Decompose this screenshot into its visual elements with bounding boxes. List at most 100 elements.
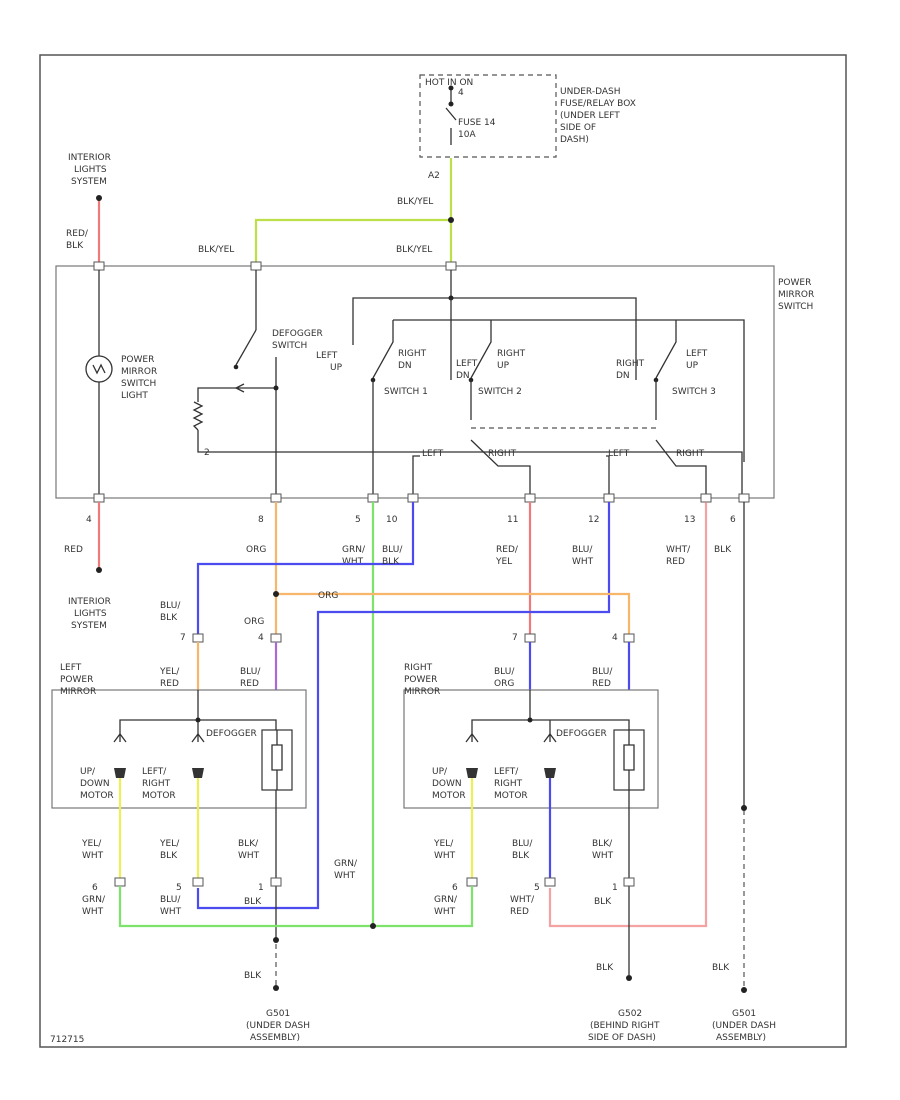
connector-bottom-12 [603, 493, 615, 503]
right-motor-lr-body [544, 768, 556, 778]
svg-text:BLU/: BLU/ [160, 601, 181, 611]
defogger-switch-node [233, 364, 239, 370]
svg-text:(UNDER DASH: (UNDER DASH [712, 1021, 776, 1031]
svg-text:RIGHT: RIGHT [398, 349, 427, 359]
right-defogger-grid [623, 730, 635, 790]
label-blu-wht-b: BLU/ WHT [160, 895, 182, 917]
label-blk-b2: BLK [594, 897, 612, 907]
svg-text:BLU/: BLU/ [592, 667, 613, 677]
label-blk-wht-right: BLK/ WHT [592, 839, 614, 861]
label-blk-g2: BLK [596, 963, 614, 973]
pin-7-left: 7 [180, 633, 186, 643]
svg-text:GRN/: GRN/ [334, 859, 358, 869]
svg-text:YEL/: YEL/ [159, 839, 180, 849]
left-motor-ud [113, 732, 127, 743]
connector-bottom-5 [367, 493, 379, 503]
left-lr-motor-label: LEFT/ RIGHT MOTOR [142, 767, 176, 801]
figure-id: 712715 [50, 1035, 84, 1045]
svg-text:UP/: UP/ [432, 767, 448, 777]
svg-text:DASH): DASH) [560, 135, 589, 145]
label-blu-red-right: BLU/ RED [592, 667, 613, 689]
pin-4-right: 4 [612, 633, 618, 643]
wire-label-red: RED [64, 545, 83, 555]
svg-text:DOWN: DOWN [432, 779, 462, 789]
right-motor-ud [465, 732, 479, 743]
svg-text:WHT: WHT [434, 907, 456, 917]
selector-left-b-out [606, 455, 610, 498]
svg-text:G501: G501 [266, 1009, 290, 1019]
wire-label-blu-blk: BLU/ BLK [382, 545, 403, 567]
connector-bottom-10 [407, 493, 419, 503]
defogger-switch-contact [235, 329, 257, 366]
svg-text:WHT: WHT [572, 557, 594, 567]
wire-label-blk: BLK [714, 545, 732, 555]
svg-text:RED/: RED/ [66, 229, 89, 239]
label-blk-g1: BLK [244, 971, 262, 981]
fuse-symbol [445, 107, 457, 121]
label-left-dn: LEFT DN [456, 359, 478, 381]
svg-text:POWER: POWER [404, 675, 437, 685]
connector-left-6 [114, 877, 126, 887]
svg-text:MOTOR: MOTOR [80, 791, 114, 801]
org-splice [273, 591, 279, 597]
defogger-indicator-arrow [234, 383, 276, 393]
svg-text:SWITCH: SWITCH [778, 302, 813, 312]
svg-text:RED: RED [160, 679, 179, 689]
svg-text:WHT: WHT [82, 851, 104, 861]
connector-right-6 [466, 877, 478, 887]
interior-bottom-node [96, 567, 102, 573]
switch-light-label: POWER MIRROR SWITCH LIGHT [121, 355, 157, 401]
pin-7-right: 7 [512, 633, 518, 643]
svg-text:WHT: WHT [160, 907, 182, 917]
defogger-output-node [273, 385, 279, 391]
wire-label-blu-wht: BLU/ WHT [572, 545, 594, 567]
svg-text:ORG: ORG [494, 679, 514, 689]
svg-text:RIGHT: RIGHT [616, 359, 645, 369]
svg-text:WHT: WHT [334, 871, 356, 881]
interior-top-node [96, 195, 102, 201]
defogger-indicator-circuit [197, 387, 743, 498]
wire-label-red-blk: RED/ BLK [66, 229, 89, 251]
fuse-node-mid [448, 101, 454, 107]
selector-right-a-out [470, 439, 531, 498]
connector-right-7 [524, 633, 536, 643]
svg-text:UP/: UP/ [80, 767, 96, 777]
svg-text:LEFT: LEFT [60, 663, 82, 673]
fuse-node-top [448, 85, 454, 91]
wire-label-wht-red: WHT/ RED [666, 545, 691, 567]
wire-grn-bottom-bus [118, 886, 474, 928]
label-blk-wht-left: BLK/ WHT [238, 839, 260, 861]
connector-left-1 [270, 877, 282, 887]
svg-text:MOTOR: MOTOR [494, 791, 528, 801]
switch-1-contact [372, 320, 394, 379]
svg-text:YEL/: YEL/ [159, 667, 180, 677]
label-grn-wht-b2: GRN/ WHT [434, 895, 458, 917]
connector-top-1 [93, 261, 105, 271]
left-motor-lr-body [192, 768, 204, 778]
right-motor-ud-body [466, 768, 478, 778]
svg-text:RED: RED [666, 557, 685, 567]
switch-bus-top [352, 270, 637, 345]
label-right-up: RIGHT UP [497, 349, 526, 371]
svg-text:POWER: POWER [778, 278, 811, 288]
diagram-frame [39, 54, 847, 1048]
selector-left-a-out [412, 455, 420, 498]
svg-text:RIGHT: RIGHT [404, 663, 433, 673]
right-lr-motor-label: LEFT/ RIGHT MOTOR [494, 767, 528, 801]
right-internal-node [527, 717, 533, 723]
svg-text:FUSE/RELAY BOX: FUSE/RELAY BOX [560, 99, 636, 109]
svg-text:POWER: POWER [121, 355, 154, 365]
blk-splice-node [741, 805, 747, 811]
svg-text:SWITCH: SWITCH [121, 379, 156, 389]
label-left-up-2: LEFT UP [686, 349, 708, 371]
svg-text:BLK: BLK [382, 557, 400, 567]
label-grn-wht-b1: GRN/ WHT [82, 895, 106, 917]
label-blk-g3: BLK [712, 963, 730, 973]
wire-label-org-mid: ORG [318, 591, 338, 601]
selector-right-a: RIGHT [488, 449, 517, 459]
svg-text:WHT: WHT [342, 557, 364, 567]
pin-13: 13 [684, 515, 695, 525]
svg-text:MIRROR: MIRROR [778, 290, 814, 300]
svg-text:RIGHT: RIGHT [497, 349, 526, 359]
svg-text:SYSTEM: SYSTEM [71, 177, 107, 187]
